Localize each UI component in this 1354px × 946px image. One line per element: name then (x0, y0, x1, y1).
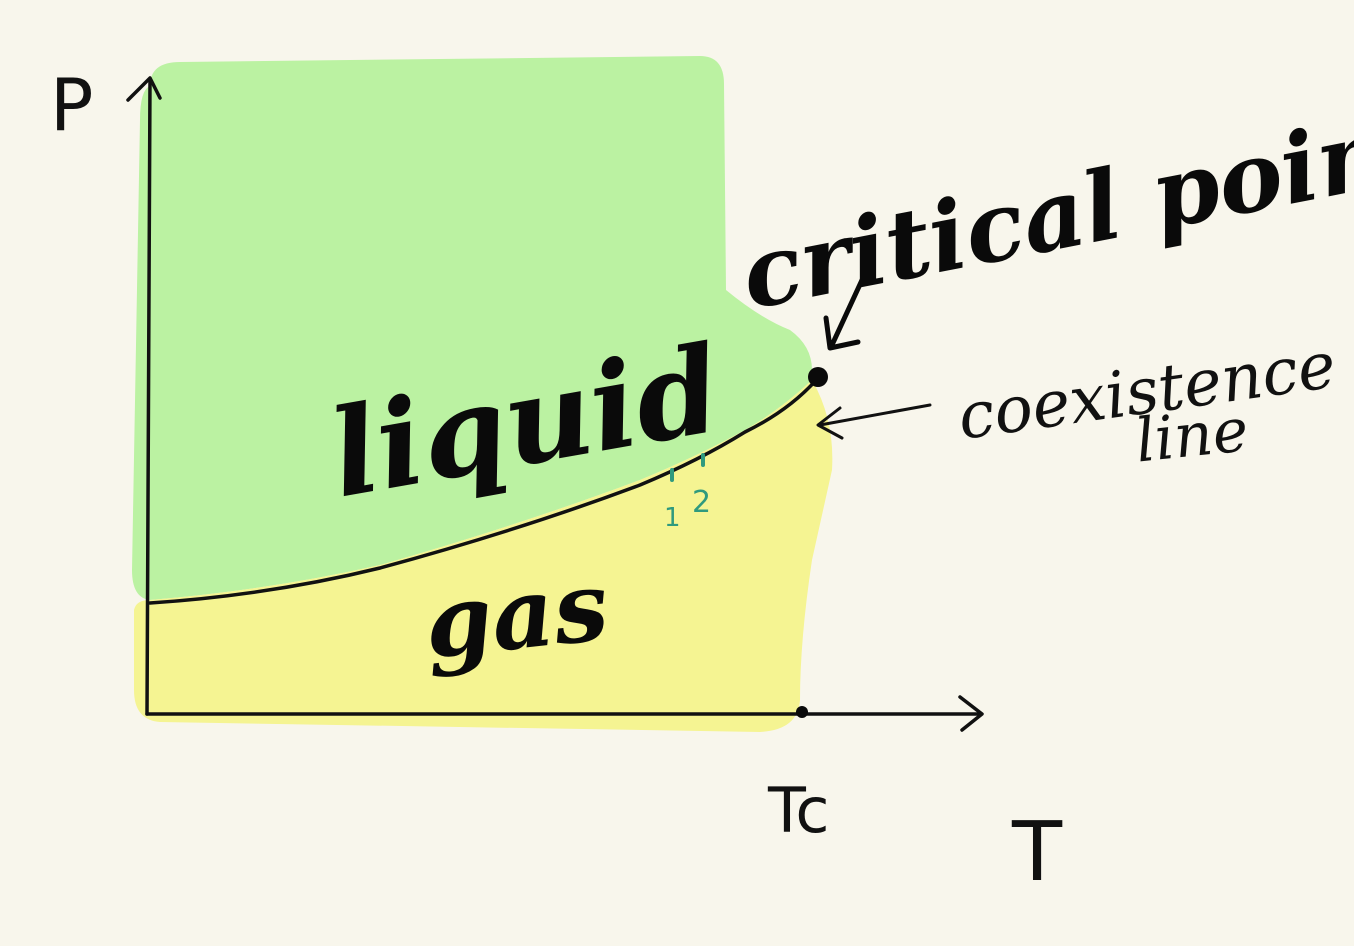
tc-tick (796, 706, 808, 718)
gas-label: gas (419, 549, 613, 681)
y-axis-label: P (50, 63, 93, 147)
gas-region (134, 380, 833, 732)
x-axis-arrowhead (958, 695, 984, 732)
tc-label: Tc (767, 774, 829, 847)
coexistence-curve (148, 376, 820, 605)
coexistence-arrow (816, 403, 932, 440)
y-axis (145, 78, 152, 716)
critical-point-label: critical point (732, 87, 1354, 331)
point-markers (670, 453, 705, 482)
liquid-region (132, 56, 812, 600)
axes (126, 76, 984, 732)
y-axis-arrowhead (126, 76, 162, 102)
point-2-label: 2 (692, 485, 711, 520)
x-axis-label: T (1011, 805, 1063, 900)
coexistence-label-line-2: line (1132, 395, 1251, 476)
point-1-label: 1 (664, 503, 681, 533)
critical-point-dot (808, 367, 828, 387)
critical-point-arrow (823, 277, 865, 351)
